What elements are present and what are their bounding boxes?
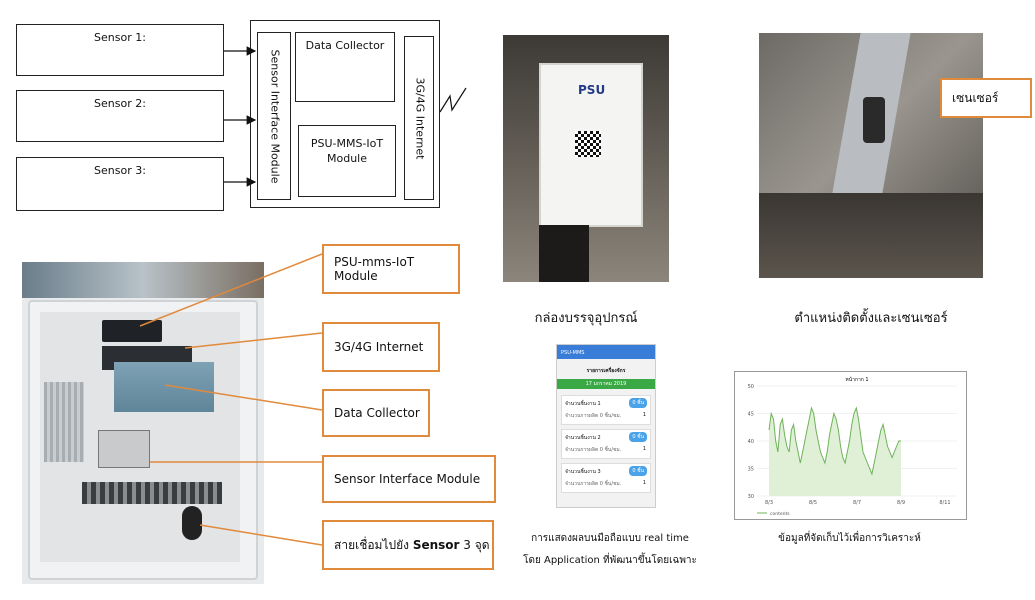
phone-item-sub: จำนวนการผลิต 0 ชิ้น/ชม. (565, 447, 622, 453)
chart-x-tick: 8/5 (809, 500, 817, 506)
wireless-signal-icon (439, 87, 467, 113)
block-diagram: Sensor 1: Sensor 2: Sensor 3: Sensor Int… (0, 0, 480, 220)
chart-panel: หน้ากาก 1 50 45 40 35 30 8/3 8/5 8/7 8/9 8/11 conte… (734, 371, 967, 520)
chart-x-tick: 8/11 (939, 500, 950, 506)
chart-area-fill (769, 408, 901, 496)
callout-sensor-tag: เซนเซอร์ (940, 78, 1032, 118)
interface-module-device (98, 430, 150, 468)
phone-item-badge[interactable]: 0 ชิ้น (629, 466, 647, 476)
leader-collector (164, 384, 323, 411)
chart-x-tick: 8/7 (853, 500, 861, 506)
phone-item-count: 1 (642, 480, 646, 486)
sensor-3-box: Sensor 3: (16, 157, 224, 211)
callout-internet: 3G/4G Internet (322, 322, 440, 372)
caption-sensor-position: ตำแหน่งติดตั้งและเซนเซอร์ (794, 311, 948, 326)
phone-list-item[interactable]: จำนวนชิ้นงาน 3 จำนวนการผลิต 0 ชิ้น/ชม. 1 0 … (561, 463, 651, 493)
chart-legend-label: contents (770, 511, 790, 517)
line-chart: หน้ากาก 1 50 45 40 35 30 8/3 8/5 8/7 8/9 8/11 conte… (748, 376, 957, 517)
terminal-block-device (82, 482, 222, 504)
phone-item-sub: จำนวนการผลิต 0 ชิ้น/ชม. (565, 413, 622, 419)
sensor-device (863, 97, 885, 143)
data-collector-label: Data Collector (305, 39, 385, 52)
callout-cable-bold: Sensor (412, 538, 460, 552)
callout-cable-suffix: 3 จุด (463, 537, 490, 552)
leader-iot (139, 253, 323, 327)
caption-chart: ข้อมูลที่จัดเก็บไว้เพื่อการวิเคราะห์ (778, 533, 921, 544)
qr-code-icon (575, 131, 601, 157)
sensor-2-box: Sensor 2: (16, 90, 224, 142)
caption-mobile-line2: โดย Application ที่พัฒนาขึ้นโดยเฉพาะ (523, 555, 697, 566)
sensor-1-label: Sensor 1: (94, 31, 146, 44)
iot-module-label: PSU-MMS-IoT Module (310, 137, 384, 165)
callout-data-collector: Data Collector (322, 389, 430, 437)
phone-screen: PSU-MMS รายการเครื่องจักร 17 มกราคม 2019… (556, 344, 656, 508)
sensor-1-box: Sensor 1: (16, 24, 224, 76)
enclosure-photo: PSU (503, 35, 669, 282)
chart-x-tick: 8/9 (897, 500, 905, 506)
phone-item-badge[interactable]: 0 ชิ้น (629, 398, 647, 408)
chart-y-tick: 40 (748, 439, 754, 445)
callout-iot-module: PSU-mms-IoT Module (322, 244, 460, 294)
phone-item-sub: จำนวนการผลิต 0 ชิ้น/ชม. (565, 481, 622, 487)
phone-item-name: จำนวนชิ้นงาน 1 (565, 401, 601, 407)
iot-module-box: PSU-MMS-IoT Module (298, 125, 396, 197)
chart-y-tick: 45 (748, 412, 754, 418)
chart-x-tick: 8/3 (765, 500, 773, 506)
phone-date-bar: 17 มกราคม 2019 (557, 379, 655, 389)
iot-module-device (102, 320, 162, 342)
phone-item-count: 1 (642, 446, 646, 452)
phone-heading: รายการเครื่องจักร (586, 368, 626, 374)
phone-item-count: 1 (642, 412, 646, 418)
phone-item-name: จำนวนชิ้นงาน 2 (565, 435, 601, 441)
data-collector-box: Data Collector (295, 32, 395, 102)
internet-box: 3G/4G Internet (404, 36, 434, 200)
caption-enclosure: กล่องบรรจุอุปกรณ์ (534, 311, 638, 326)
enclosure-logo: PSU (578, 83, 606, 97)
cabinet-photo (22, 262, 264, 584)
sensor-interface-box: Sensor Interface Module (257, 32, 291, 200)
callout-sensor-interface: Sensor Interface Module (322, 455, 496, 503)
cable-gland (182, 506, 202, 540)
caption-mobile-line1: การแสดงผลบนมือถือแบบ real time (531, 533, 689, 544)
leader-internet (184, 332, 323, 349)
sensor-3-label: Sensor 3: (94, 164, 146, 177)
sensor-position-photo (759, 33, 983, 278)
sensor-2-label: Sensor 2: (94, 97, 146, 110)
leader-cable (199, 524, 323, 546)
enclosure-cables (539, 225, 589, 282)
cabinet-background-strip (22, 262, 264, 298)
chart-y-tick: 30 (748, 494, 754, 500)
callout-cable: สายเชื่อมไปยัง Sensor 3 จุด (322, 520, 494, 570)
data-collector-device (114, 362, 214, 412)
phone-app-bar: PSU-MMS (557, 345, 655, 359)
phone-item-badge[interactable]: 0 ชิ้น (629, 432, 647, 442)
enclosure-box (539, 63, 643, 227)
phone-app-title: PSU-MMS (561, 350, 585, 356)
chart-series-line (768, 406, 901, 476)
conveyor-belt (759, 193, 983, 278)
chart-y-tick: 50 (748, 384, 754, 390)
chart-title: หน้ากาก 1 (845, 376, 868, 383)
callout-cable-prefix: สายเชื่อมไปยัง (334, 537, 409, 552)
power-supply-device (44, 382, 84, 462)
phone-date: 17 มกราคม 2019 (585, 381, 627, 387)
chart-y-tick: 35 (748, 467, 754, 473)
phone-list-item[interactable]: จำนวนชิ้นงาน 1 จำนวนการผลิต 0 ชิ้น/ชม. 1 0 … (561, 395, 651, 425)
block-diagram-connectors (224, 46, 467, 187)
phone-item-name: จำนวนชิ้นงาน 3 (565, 469, 601, 475)
phone-list-item[interactable]: จำนวนชิ้นงาน 2 จำนวนการผลิต 0 ชิ้น/ชม. 1 0 … (561, 429, 651, 459)
